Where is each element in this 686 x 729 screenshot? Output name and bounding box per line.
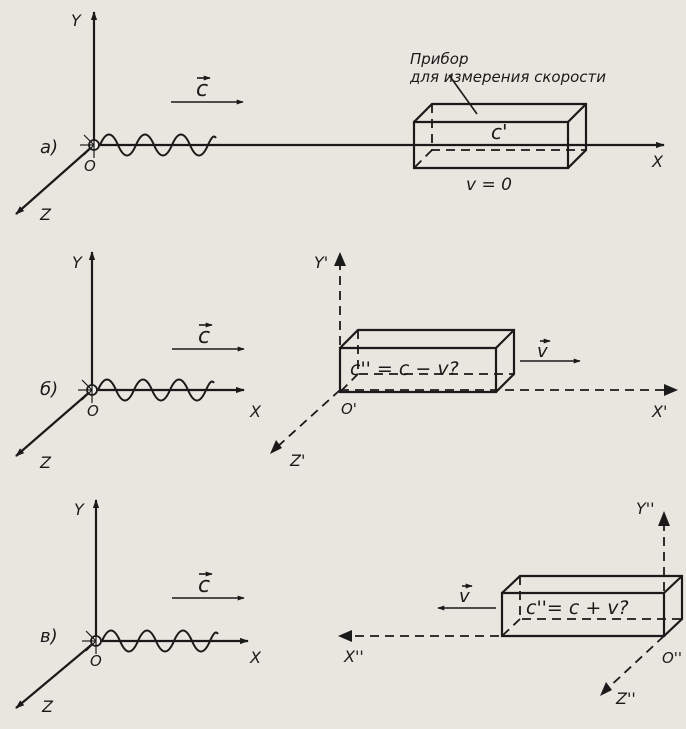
- velocity-vector-label: v: [459, 586, 470, 607]
- z-prime-arrowhead: [270, 440, 282, 454]
- panel-tag: б): [40, 379, 58, 400]
- light-vector-label: c: [198, 324, 210, 349]
- y-axis-label: Y: [71, 11, 82, 30]
- origin-dprime-label: O'': [662, 649, 682, 667]
- z-prime-axis-line: [275, 389, 341, 449]
- x-dprime-arrowhead: [338, 630, 352, 642]
- x-prime-axis-label: X': [651, 402, 667, 421]
- z-axis-label: Z: [41, 697, 54, 716]
- x-axis-label: X: [249, 648, 262, 667]
- measuring-instrument: [412, 102, 588, 170]
- measuring-instrument: [338, 328, 516, 394]
- panel-c: c Y X Z O в) Y'' X'' Z'' O'' c''= c + v?…: [15, 499, 684, 716]
- light-wave: [97, 378, 215, 402]
- z-axis-line: [15, 640, 97, 709]
- x-axis-label: X: [249, 402, 262, 421]
- y-prime-axis-label: Y': [314, 253, 328, 272]
- panel-tag: в): [40, 626, 58, 647]
- z-axis-line: [15, 389, 93, 457]
- light-vector-label: c: [196, 77, 208, 102]
- x-dprime-axis-label: X'': [343, 647, 364, 666]
- panel-b: c Y X Z O б) Y' X' Z' O' c'' = c − v? v: [15, 251, 678, 472]
- origin-label: O: [90, 652, 102, 670]
- z-dprime-arrowhead: [600, 682, 612, 696]
- instrument-pointer-line: [448, 74, 478, 115]
- velocity-vector-label: v: [537, 341, 548, 362]
- light-source-icon: [80, 131, 100, 158]
- z-axis-line: [15, 144, 95, 215]
- light-source-icon: [82, 627, 102, 654]
- instrument-label-line2: для измерения скорости: [409, 68, 606, 86]
- instrument-label-line1: Прибор: [410, 50, 469, 68]
- panel-a: c Y X Z O а) c' Прибор для измерения ско…: [15, 11, 665, 224]
- y-dprime-arrowhead: [658, 511, 670, 526]
- y-dprime-axis-label: Y'': [636, 499, 655, 518]
- instrument-velocity-text: v = 0: [466, 175, 512, 195]
- z-dprime-axis-label: Z'': [615, 689, 636, 708]
- light-vector-label: c: [198, 573, 210, 598]
- z-prime-axis-label: Z': [289, 451, 305, 470]
- y-axis-label: Y: [74, 500, 85, 519]
- z-axis-label: Z: [39, 205, 52, 224]
- light-wave: [99, 133, 217, 157]
- x-axis-label: X: [651, 152, 664, 171]
- y-prime-arrowhead: [334, 252, 346, 266]
- measuring-instrument: [500, 574, 684, 638]
- light-wave: [101, 629, 219, 653]
- y-axis-label: Y: [72, 253, 83, 272]
- x-prime-arrowhead: [664, 384, 678, 396]
- origin-label: O: [84, 157, 96, 175]
- origin-label: O: [87, 402, 99, 420]
- panel-tag: а): [40, 137, 58, 158]
- z-axis-label: Z: [39, 453, 52, 472]
- z-dprime-axis-line: [605, 635, 665, 691]
- light-source-icon: [78, 376, 98, 403]
- instrument-speed-label: c': [491, 120, 508, 144]
- origin-prime-label: O': [341, 400, 357, 418]
- instrument-formula: c''= c + v?: [526, 597, 629, 619]
- instrument-formula: c'' = c − v?: [350, 358, 459, 380]
